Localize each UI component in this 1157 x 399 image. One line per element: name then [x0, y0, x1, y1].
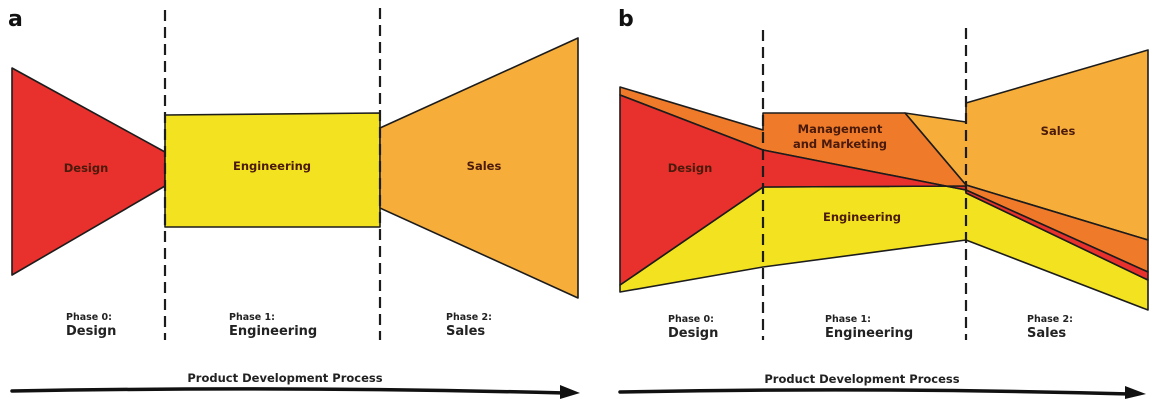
panel-a-phase1-num: Phase 1:	[229, 312, 275, 323]
panel-b-letter: b	[618, 7, 634, 32]
panel-b-process-arrow	[618, 388, 1132, 396]
panel-b-management-label-2: and Marketing	[793, 137, 887, 151]
panel-a-process-label: Product Development Process	[187, 371, 382, 385]
panel-b: b Design Management and Marketing Engine…	[618, 7, 1149, 399]
panel-a-sales-label: Sales	[467, 159, 502, 173]
panel-a-design-label: Design	[64, 161, 109, 175]
panel-b-design-label: Design	[668, 161, 713, 175]
panel-a-phase2-num: Phase 2:	[446, 312, 492, 323]
panel-a: a Design Engineering Sales Phase 0: Desi…	[8, 7, 580, 399]
panel-b-phase2-num: Phase 2:	[1027, 314, 1073, 325]
panel-a-letter: a	[8, 7, 23, 32]
panel-a-engineering-label: Engineering	[233, 159, 311, 173]
panel-b-engineering-label: Engineering	[823, 210, 901, 224]
panel-b-sales-label: Sales	[1041, 124, 1076, 138]
panel-b-phase0-num: Phase 0:	[668, 314, 714, 325]
panel-b-process-label: Product Development Process	[764, 372, 959, 386]
panel-b-design-region	[619, 94, 1149, 286]
panel-b-management-label-1: Management	[798, 122, 883, 136]
panel-b-phase0-name: Design	[668, 326, 718, 341]
panel-b-phase2-name: Sales	[1027, 326, 1066, 341]
panel-a-phase0-name: Design	[66, 324, 116, 339]
panel-a-phase1-name: Engineering	[229, 324, 317, 339]
panel-a-phase0-num: Phase 0:	[66, 312, 112, 323]
panel-a-process-arrow	[10, 387, 567, 395]
panel-b-phase1-name: Engineering	[825, 326, 913, 341]
panel-b-phase1-num: Phase 1:	[825, 314, 871, 325]
panel-b-arrowhead-icon	[1125, 386, 1146, 399]
panel-a-arrowhead-icon	[560, 385, 580, 399]
panel-a-phase2-name: Sales	[446, 324, 485, 339]
